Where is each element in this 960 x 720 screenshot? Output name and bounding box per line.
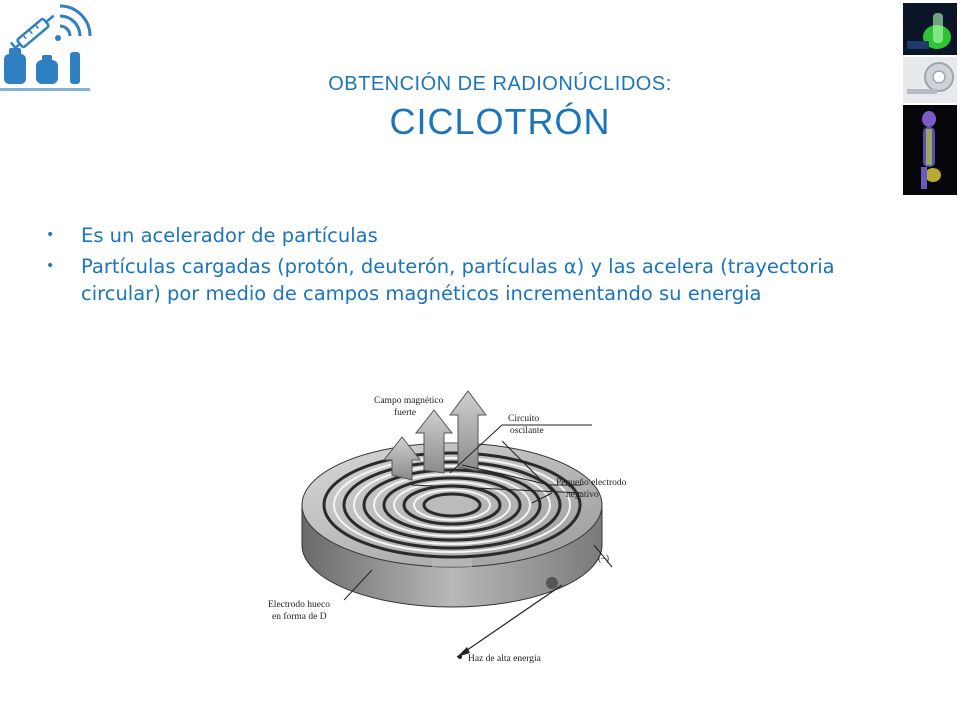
label-campo-2: fuerte [394, 407, 416, 418]
cyclotron-diagram: Campo magnético fuerte Circuito oscilant… [268, 390, 627, 664]
label-circuito-1: Circuito [508, 414, 539, 424]
bullet-item: • Es un acelerador de partículas [46, 222, 906, 249]
label-minus: (–) [598, 553, 609, 564]
bullet-dot-icon: • [46, 258, 55, 274]
bullet-dot-icon: • [46, 227, 55, 243]
bullet-list: • Es un acelerador de partículas • Partí… [46, 222, 906, 311]
slide-title-line2: CICLOTRÓN [389, 101, 611, 142]
slide-title: OBTENCIÓN DE RADIONÚCLIDOS: CICLOTRÓN [150, 70, 850, 144]
bullet-text: Es un acelerador de partículas [81, 224, 378, 247]
medical-logo-icon [0, 4, 92, 91]
medical-imaging-thumbnails-icon [903, 3, 957, 195]
label-electrodo-hueco-2: en forma de D [272, 611, 327, 622]
label-electrodo-peq-1: Pequeño electrodo [556, 478, 627, 488]
label-electrodo-hueco-1: Electrodo hueco [268, 600, 330, 610]
label-circuito-2: oscilante [510, 426, 544, 436]
label-campo-1: Campo magnético [374, 396, 444, 406]
label-haz: Haz de alta energía [468, 654, 542, 664]
slide-title-line1: OBTENCIÓN DE RADIONÚCLIDOS: [328, 73, 672, 95]
label-electrodo-peq-2: negativo [566, 490, 599, 500]
bullet-item: • Partículas cargadas (protón, deuterón,… [46, 253, 906, 307]
bullet-text: Partículas cargadas (protón, deuterón, p… [81, 255, 835, 305]
